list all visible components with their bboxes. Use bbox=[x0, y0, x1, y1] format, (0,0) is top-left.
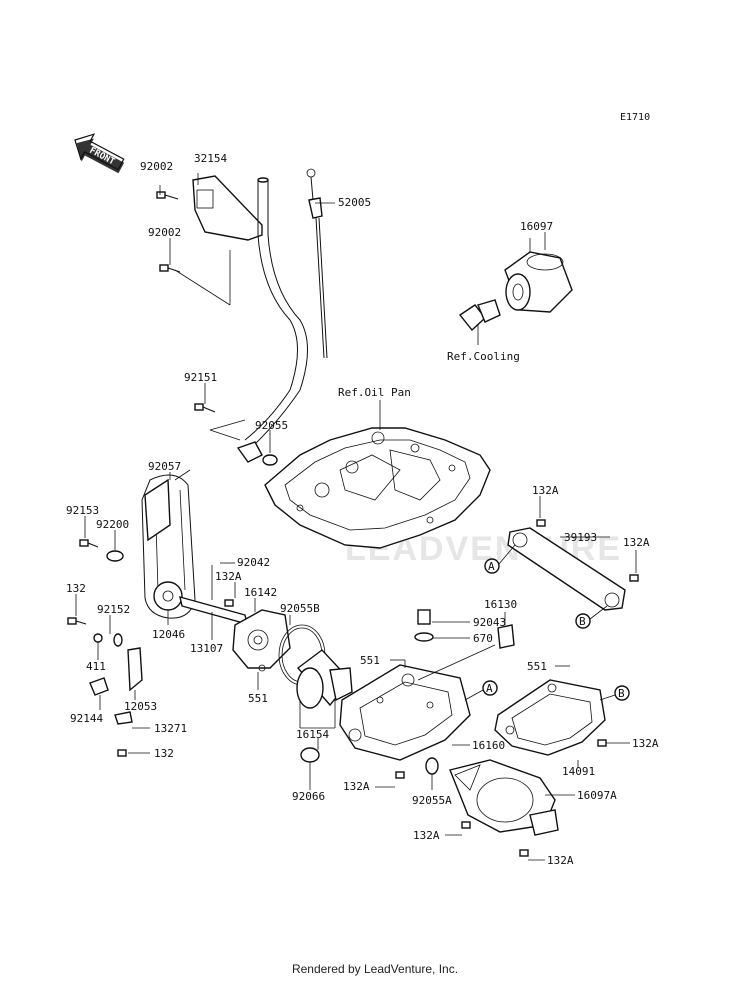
oil-pipe-icon bbox=[507, 519, 639, 611]
oil-filter-icon bbox=[504, 238, 573, 313]
oil-strainer-icon bbox=[296, 649, 353, 763]
part-label: 92144 bbox=[70, 712, 103, 725]
part-label: 92200 bbox=[96, 518, 129, 531]
diagram-code: E1710 bbox=[620, 112, 650, 123]
part-label: 13107 bbox=[190, 642, 223, 655]
part-label: 92043 bbox=[473, 616, 506, 629]
filter-housing-icon bbox=[449, 759, 559, 857]
part-label: 16130 bbox=[484, 598, 517, 611]
small-hardware-icon bbox=[67, 539, 143, 757]
part-label: 411 bbox=[86, 660, 106, 673]
part-label: 52005 bbox=[338, 196, 371, 209]
part-label: 92002 bbox=[140, 160, 173, 173]
svg-text:B: B bbox=[579, 615, 586, 628]
part-label: 16154 bbox=[296, 728, 329, 741]
part-label: 132A bbox=[547, 854, 574, 867]
part-label: 92002 bbox=[148, 226, 181, 239]
drive-chain-icon bbox=[141, 469, 196, 619]
part-label: 16160 bbox=[472, 739, 505, 752]
front-arrow-icon: FRONT bbox=[74, 133, 125, 174]
footer-credit: Rendered by LeadVenture, Inc. bbox=[291, 962, 459, 976]
part-label: 92153 bbox=[66, 504, 99, 517]
part-label: 92057 bbox=[148, 460, 181, 473]
part-label: 132A bbox=[413, 829, 440, 842]
dipstick-icon bbox=[306, 168, 328, 359]
part-label: 132A bbox=[532, 484, 559, 497]
bolt-icon bbox=[156, 191, 216, 413]
svg-text:B: B bbox=[618, 687, 625, 700]
part-label: 92055A bbox=[412, 794, 452, 807]
svg-text:A: A bbox=[488, 560, 495, 573]
part-label: 14091 bbox=[562, 765, 595, 778]
part-label: 16097 bbox=[520, 220, 553, 233]
part-label: 13271 bbox=[154, 722, 187, 735]
part-label: 92152 bbox=[97, 603, 130, 616]
part-label: 92042 bbox=[237, 556, 270, 569]
part-label: 39193 bbox=[564, 531, 597, 544]
part-label: 92151 bbox=[184, 371, 217, 384]
part-label: 132A bbox=[623, 536, 650, 549]
marker-b-1: B bbox=[575, 613, 591, 629]
leader-lines bbox=[75, 173, 637, 861]
part-label: 132A bbox=[215, 570, 242, 583]
ref-cooling-label: Ref.Cooling bbox=[447, 350, 520, 363]
part-label: 92055 bbox=[255, 419, 288, 432]
part-label: 16142 bbox=[244, 586, 277, 599]
part-label: 132A bbox=[632, 737, 659, 750]
oil-valve-body-icon bbox=[339, 609, 515, 779]
part-label: 92066 bbox=[292, 790, 325, 803]
part-label: 132A bbox=[343, 780, 370, 793]
pump-cover-icon bbox=[494, 679, 607, 756]
part-label: 92055B bbox=[280, 602, 320, 615]
oil-pan-icon bbox=[264, 400, 491, 549]
marker-b-2: B bbox=[614, 685, 630, 701]
o-ring-icon bbox=[262, 454, 278, 466]
part-label: 16097A bbox=[577, 789, 617, 802]
part-label: 551 bbox=[527, 660, 547, 673]
ref-oil-pan-label: Ref.Oil Pan bbox=[338, 386, 411, 399]
part-labels: 92002 32154 92002 52005 16097 92151 9205… bbox=[66, 152, 659, 867]
oil-pump-icon bbox=[224, 599, 326, 686]
marker-a-1: A bbox=[484, 558, 500, 574]
part-label: 670 bbox=[473, 632, 493, 645]
part-label: 551 bbox=[248, 692, 268, 705]
part-label: 12046 bbox=[152, 628, 185, 641]
part-label: 132 bbox=[66, 582, 86, 595]
part-label: 32154 bbox=[194, 152, 227, 165]
dipstick-tube-assembly bbox=[174, 175, 308, 463]
part-label: 12053 bbox=[124, 700, 157, 713]
part-label: 132 bbox=[154, 747, 174, 760]
svg-text:A: A bbox=[486, 682, 493, 695]
marker-a-2: A bbox=[482, 680, 498, 696]
part-label: 551 bbox=[360, 654, 380, 667]
sprocket-icon bbox=[153, 581, 183, 611]
union-bolt-icon bbox=[458, 299, 501, 345]
